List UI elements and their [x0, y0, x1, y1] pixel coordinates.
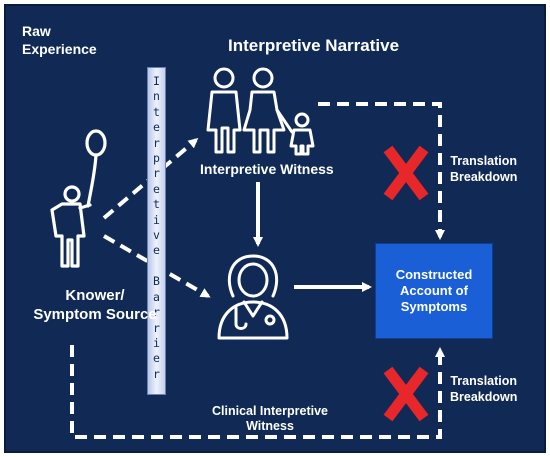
family-icon — [206, 67, 315, 156]
red-x-icon — [383, 145, 429, 201]
solid-arrows — [253, 182, 372, 292]
constructed-account-box: Constructed Account of Symptoms — [375, 243, 493, 339]
diagram-title: Interpretive Narrative — [228, 36, 400, 55]
breakdown-paths — [70, 102, 445, 439]
raw-experience-label: Raw Experience — [22, 23, 97, 57]
doctor-icon — [217, 254, 289, 340]
diagram-panel — [4, 4, 546, 453]
red-x-icon — [383, 366, 429, 422]
person-with-balloon-icon — [50, 129, 107, 268]
clinical-witness-label: Clinical Interpretive Witness — [211, 404, 328, 433]
barrier-label: I n t e r p r e t i v e B a r r i e r — [153, 74, 160, 381]
knower-label: Knower/ Symptom Source — [33, 287, 157, 323]
translation-breakdown-top-label: Translation Breakdown — [450, 154, 518, 184]
constructed-account-label: Constructed Account of Symptoms — [395, 267, 473, 314]
interpretive-barrier: I n t e r p r e t i v e B a r r i e r — [147, 67, 166, 395]
interpretive-witness-label: Interpretive Witness — [200, 161, 334, 177]
translation-breakdown-bottom-label: Translation Breakdown — [450, 374, 518, 404]
